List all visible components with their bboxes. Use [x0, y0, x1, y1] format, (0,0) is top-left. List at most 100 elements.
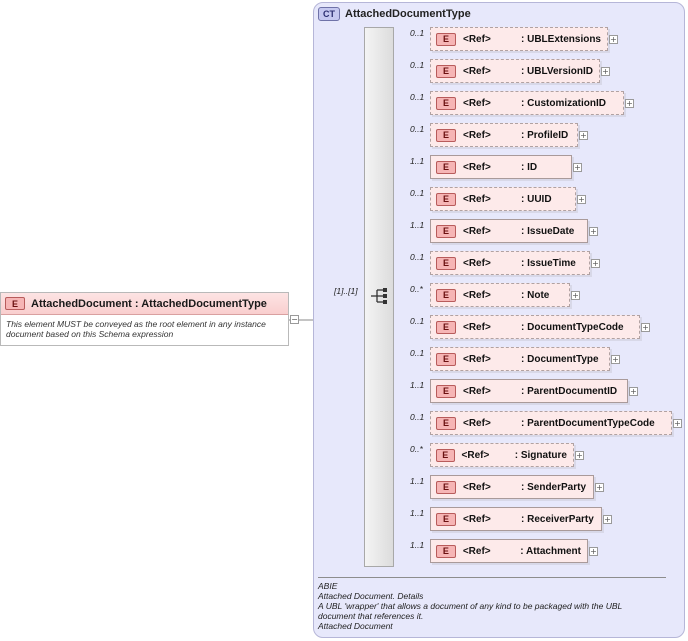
child-ref-label: <Ref>	[463, 129, 491, 141]
child-element-box[interactable]: E <Ref> : CustomizationID	[430, 91, 624, 115]
element-icon: E	[436, 64, 456, 78]
expand-icon[interactable]: +	[579, 131, 588, 140]
expand-icon[interactable]: +	[573, 163, 582, 172]
root-element-box[interactable]: E AttachedDocument : AttachedDocumentTyp…	[0, 292, 289, 346]
child-ref-label: <Ref>	[463, 321, 491, 333]
child-ref-label: <Ref>	[462, 545, 491, 557]
element-icon: E	[436, 448, 455, 462]
child-element-box[interactable]: E<Ref>: Signature	[427, 440, 574, 467]
expand-icon[interactable]: +	[591, 259, 600, 268]
expand-icon[interactable]: +	[595, 483, 604, 492]
complex-type-header: CT AttachedDocumentType	[318, 7, 471, 21]
child-ref-label: <Ref>	[463, 481, 491, 493]
child-element-name: : DocumentTypeCode	[521, 321, 624, 333]
element-icon: E	[436, 384, 456, 398]
child-ref-label: <Ref>	[461, 449, 490, 461]
element-icon: E	[436, 160, 456, 174]
doc-line: ABIE	[318, 581, 338, 591]
doc-line: document that references it.	[318, 611, 424, 621]
child-element-box[interactable]: E<Ref>: Note	[427, 280, 570, 307]
child-occurrence: 1..1	[410, 508, 425, 518]
child-element-box[interactable]: E<Ref>: ParentDocumentTypeCode	[430, 411, 672, 435]
child-ref-label: <Ref>	[463, 353, 491, 365]
element-icon: E	[436, 480, 456, 494]
element-icon: E	[436, 128, 456, 142]
sequence-compositor-icon[interactable]	[371, 288, 389, 304]
expand-icon[interactable]: +	[601, 67, 610, 76]
child-element-box[interactable]: E<Ref>: ReceiverParty	[430, 507, 602, 531]
child-element-box[interactable]: E <Ref> : UBLExtensions	[430, 27, 608, 51]
expand-icon[interactable]: +	[609, 35, 618, 44]
child-element-box[interactable]: E <Ref> : ProfileID	[430, 123, 578, 147]
child-element-name: : ProfileID	[521, 129, 569, 141]
child-element-name: : UBLVersionID	[520, 65, 593, 77]
element-icon: E	[436, 96, 456, 110]
child-ref-label: <Ref>	[462, 65, 491, 77]
child-occurrence: 1..1	[410, 540, 425, 550]
expand-icon[interactable]: +	[589, 227, 598, 236]
element-icon: E	[436, 352, 456, 366]
child-element-name: : UBLExtensions	[520, 33, 601, 45]
child-occurrence: 1..1	[410, 476, 425, 486]
doc-line: Attached Document	[318, 621, 393, 631]
child-element-name: : ID	[521, 161, 538, 173]
child-element-box[interactable]: E<Ref>: ParentDocumentID	[430, 379, 628, 403]
child-element-box[interactable]: E <Ref> : SenderParty	[430, 475, 594, 499]
child-occurrence: 0..*	[410, 284, 423, 294]
child-ref-label: <Ref>	[463, 33, 491, 45]
child-occurrence: 1..1	[410, 380, 425, 390]
child-ref-label: <Ref>	[463, 257, 491, 269]
root-element-header: E AttachedDocument : AttachedDocumentTyp…	[1, 293, 288, 315]
child-element-box[interactable]: E<Ref>: DocumentTypeCode	[430, 315, 640, 339]
child-occurrence: 0..1	[410, 124, 425, 134]
element-icon: E	[436, 512, 456, 526]
root-element-title: AttachedDocument : AttachedDocumentType	[31, 297, 267, 310]
type-documentation: ABIE Attached Document. Details A UBL 'w…	[318, 577, 666, 631]
child-element-name: : UUID	[521, 193, 552, 205]
child-element-box[interactable]: E <Ref> : Attachment	[430, 539, 588, 563]
expand-icon[interactable]: +	[603, 515, 612, 524]
child-element-box[interactable]: E<Ref>: ID	[430, 155, 572, 179]
collapse-icon[interactable]: −	[290, 315, 299, 324]
child-occurrence: 0..1	[410, 92, 425, 102]
child-ref-label: <Ref>	[463, 193, 491, 205]
child-occurrence: 1..1	[410, 156, 425, 166]
element-icon: E	[436, 32, 456, 46]
expand-icon[interactable]: +	[575, 451, 584, 460]
child-element-name: : DocumentType	[521, 353, 599, 365]
child-occurrence: 0..1	[410, 252, 425, 262]
expand-icon[interactable]: +	[673, 419, 682, 428]
child-ref-label: <Ref>	[463, 417, 491, 429]
element-icon: E	[436, 288, 456, 302]
child-element-name: : CustomizationID	[521, 97, 606, 109]
complex-type-name: AttachedDocumentType	[345, 8, 471, 20]
child-element-name: : ParentDocumentID	[521, 385, 618, 397]
expand-icon[interactable]: +	[641, 323, 650, 332]
doc-line: Attached Document. Details	[318, 591, 424, 601]
expand-icon[interactable]: +	[629, 387, 638, 396]
child-ref-label: <Ref>	[463, 97, 491, 109]
element-icon: E	[436, 224, 456, 238]
child-occurrence: 0..1	[410, 60, 425, 70]
child-element-name: : Attachment	[520, 545, 581, 557]
expand-icon[interactable]: +	[589, 547, 598, 556]
child-element-box[interactable]: E <Ref> : UBLVersionID	[430, 59, 600, 83]
child-element-name: : ReceiverParty	[521, 513, 594, 525]
child-element-name: : SenderParty	[521, 481, 587, 493]
child-element-name: : ParentDocumentTypeCode	[521, 417, 655, 429]
child-occurrence: 0..1	[410, 412, 425, 422]
expand-icon[interactable]: +	[625, 99, 634, 108]
root-element-documentation: This element MUST be conveyed as the roo…	[6, 319, 266, 339]
child-element-box[interactable]: E <Ref> : DocumentType	[430, 347, 610, 371]
child-occurrence: 0..*	[410, 444, 423, 454]
element-icon: E	[436, 544, 456, 558]
expand-icon[interactable]: +	[571, 291, 580, 300]
child-element-box[interactable]: E<Ref>: IssueDate	[430, 219, 588, 243]
child-element-box[interactable]: E <Ref> : UUID	[430, 187, 576, 211]
expand-icon[interactable]: +	[611, 355, 620, 364]
child-element-box[interactable]: E<Ref>: IssueTime	[430, 251, 590, 275]
child-occurrence: 0..1	[410, 348, 425, 358]
expand-icon[interactable]: +	[577, 195, 586, 204]
element-icon: E	[436, 192, 456, 206]
sequence-occurrence: [1]..[1]	[334, 286, 358, 296]
